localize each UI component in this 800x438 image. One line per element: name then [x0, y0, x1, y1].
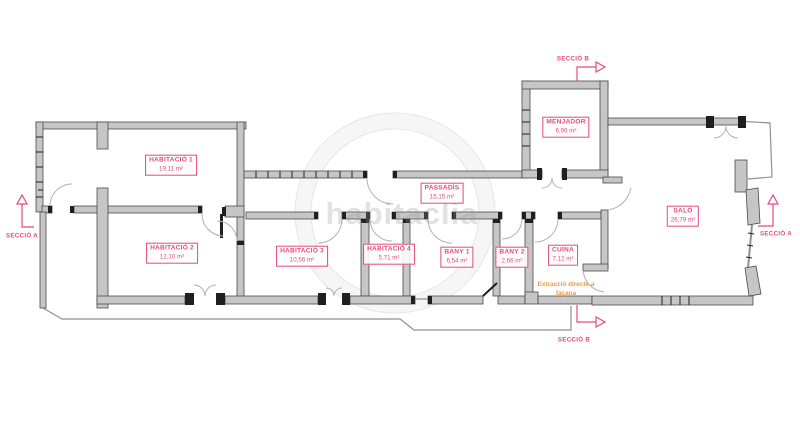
room-area: 15,15 m²	[429, 193, 455, 201]
room-name: BANY 2	[499, 248, 525, 256]
windows-layer	[36, 109, 755, 305]
extraction-note-line1: Extracció directe a	[537, 281, 595, 289]
room-label-habitacio-2: HABITACIÓ 2 12,10 m²	[146, 242, 198, 264]
room-label-habitacio-4: HABITACIÓ 4 5,71 m²	[363, 243, 415, 265]
room-name: BANY 1	[444, 248, 470, 256]
room-area: 7,12 m²	[552, 255, 574, 263]
room-name: HABITACIÓ 1	[149, 156, 193, 164]
room-area: 2,66 m²	[501, 257, 523, 265]
room-area: 6,54 m²	[446, 257, 468, 265]
section-label-b-top: SECCIÓ B	[556, 55, 590, 63]
room-name: SALÓ	[673, 207, 693, 215]
section-label-b-bottom: SECCIÓ B	[557, 336, 591, 344]
section-label-a-left: SECCIÓ A	[5, 232, 39, 240]
doors-layer	[49, 125, 739, 297]
extraction-note-line2: façana	[555, 290, 577, 297]
door-jambs-layer	[48, 116, 746, 305]
room-area: 5,71 m²	[378, 254, 400, 262]
room-name: PASSADÍS	[424, 184, 460, 192]
room-label-cuina: CUINA 7,12 m²	[548, 244, 578, 266]
room-area: 19,11 m²	[159, 165, 183, 173]
extraction-note: Extracció directe a façana	[538, 281, 595, 299]
outline-layer	[42, 120, 773, 331]
room-name: HABITACIÓ 3	[280, 247, 324, 255]
room-label-menjador: MENJADOR 6,96 m²	[542, 116, 590, 138]
room-label-passadis: PASSADÍS 15,15 m²	[420, 182, 464, 204]
room-name: HABITACIÓ 4	[367, 245, 411, 253]
section-label-a-right: SECCIÓ A	[759, 230, 793, 238]
room-area: 10,56 m²	[289, 256, 315, 264]
room-label-salo: SALÓ 26,79 m²	[666, 205, 700, 227]
room-area: 6,96 m²	[555, 127, 577, 135]
room-label-habitacio-3: HABITACIÓ 3 10,56 m²	[276, 245, 328, 267]
room-area: 26,79 m²	[670, 216, 696, 224]
section-markers-layer	[15, 60, 780, 329]
room-name: MENJADOR	[546, 118, 586, 126]
room-name: CUINA	[552, 246, 574, 254]
room-label-habitacio-1: HABITACIÓ 1 19,11 m²	[145, 154, 197, 176]
room-area: 12,10 m²	[159, 253, 185, 261]
room-name: HABITACIÓ 2	[150, 244, 194, 252]
room-label-bany-1: BANY 1 6,54 m²	[440, 246, 474, 268]
room-label-bany-2: BANY 2 2,66 m²	[495, 246, 529, 268]
